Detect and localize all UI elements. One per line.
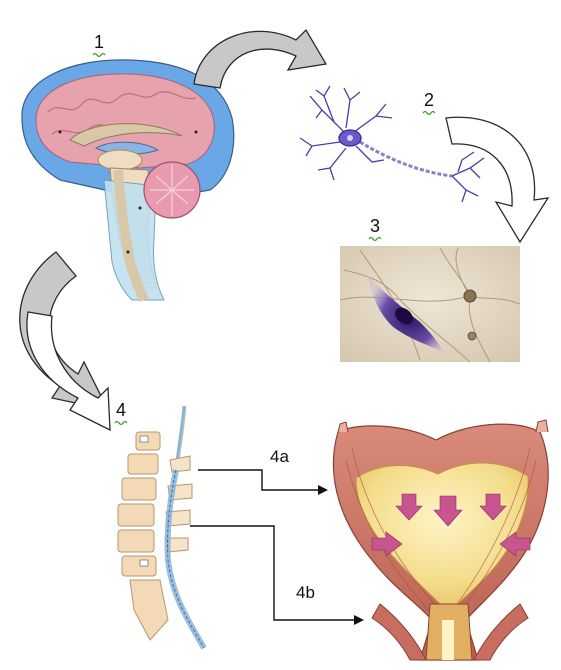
connector-4a <box>198 470 326 490</box>
spine-illustration <box>118 406 204 648</box>
curved-arrow-brain-to-spine <box>20 252 110 430</box>
label-4b: 4b <box>296 583 315 602</box>
label-1: 1 <box>94 32 104 52</box>
label-4-underline <box>115 422 127 425</box>
curved-arrow-neuron-to-photo <box>446 117 548 242</box>
label-1-underline <box>93 54 105 57</box>
label-4a: 4a <box>270 447 289 466</box>
label-3-underline <box>369 238 381 241</box>
label-4: 4 <box>116 400 126 420</box>
label-2-underline <box>423 112 435 115</box>
connector-4b <box>190 526 362 620</box>
label-3: 3 <box>370 216 380 236</box>
label-2: 2 <box>424 90 434 110</box>
neuron-micrograph <box>340 246 520 362</box>
bladder-illustration <box>333 420 548 660</box>
curved-arrow-brain-to-neuron <box>194 30 326 88</box>
